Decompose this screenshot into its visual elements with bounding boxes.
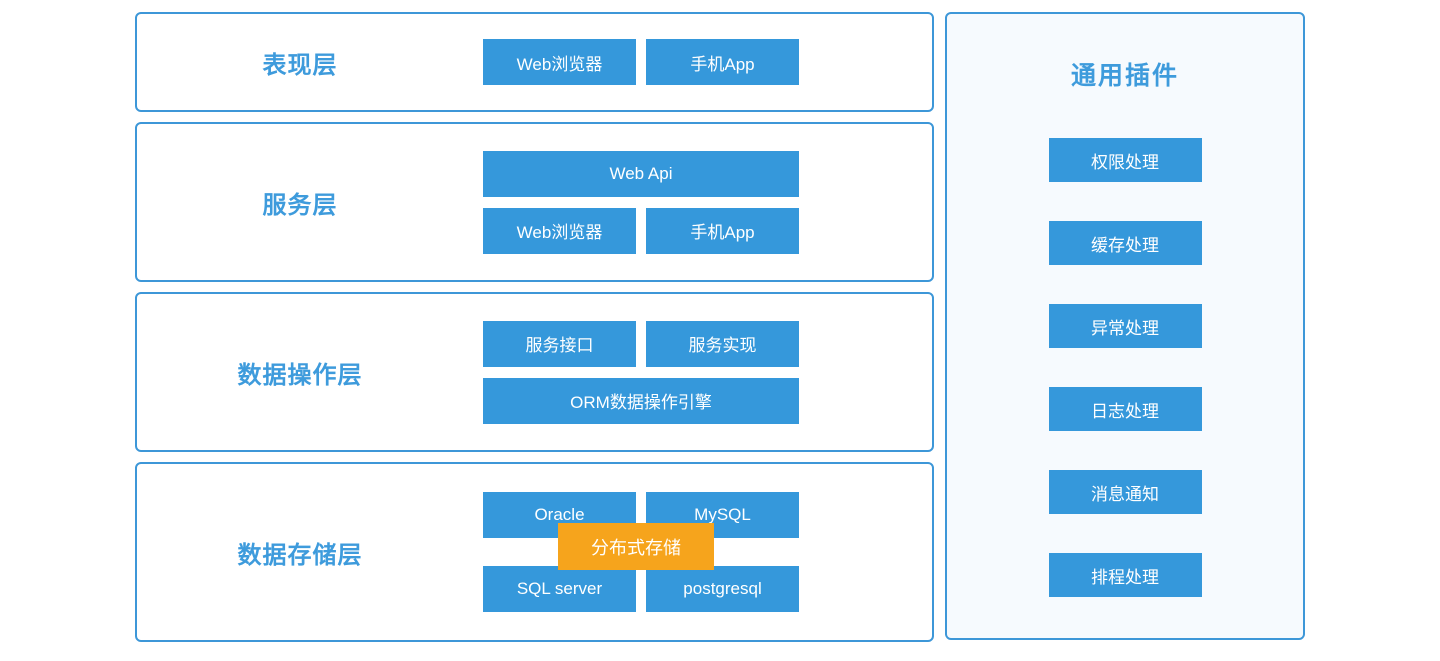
diagram-row: 服务接口服务实现	[483, 320, 799, 367]
layer-data-operation: 数据操作层 服务接口服务实现 ORM数据操作引擎	[135, 292, 934, 452]
diagram-node: Web浏览器	[483, 39, 636, 85]
plugin-node: 缓存处理	[1048, 221, 1202, 265]
diagram-node: SQL server	[483, 566, 636, 612]
layer-nodes: Web浏览器手机App	[483, 39, 799, 85]
plugin-node: 消息通知	[1048, 470, 1202, 514]
diagram-node: 服务接口	[483, 320, 636, 367]
plugin-node: 排程处理	[1048, 553, 1202, 597]
diagram-node: 服务实现	[646, 320, 799, 367]
plugin-node: 异常处理	[1048, 304, 1202, 348]
layer-label: 表现层	[262, 51, 338, 79]
layer-label: 数据操作层	[237, 361, 363, 389]
layer-nodes: 服务接口服务实现 ORM数据操作引擎	[483, 320, 799, 424]
plugin-node: 权限处理	[1048, 138, 1202, 182]
layer-label: 服务层	[262, 191, 338, 219]
distributed-storage-node: 分布式存储	[558, 523, 714, 570]
plugins-list: 权限处理缓存处理异常处理日志处理消息通知排程处理	[1048, 138, 1202, 597]
diagram-node: 手机App	[646, 39, 799, 85]
diagram-row: Web浏览器手机App	[483, 207, 799, 254]
plugins-panel: 通用插件 权限处理缓存处理异常处理日志处理消息通知排程处理	[945, 12, 1305, 640]
diagram-row: Web浏览器手机App	[483, 39, 799, 85]
diagram-node: postgresql	[646, 566, 799, 612]
diagram-row: ORM数据操作引擎	[483, 377, 799, 424]
diagram-node: Web Api	[483, 150, 799, 197]
diagram-node: ORM数据操作引擎	[483, 377, 799, 424]
plugin-node: 日志处理	[1048, 387, 1202, 431]
diagram-node: Web浏览器	[483, 207, 636, 254]
plugins-panel-title: 通用插件	[1070, 62, 1179, 90]
diagram-row: Web Api	[483, 150, 799, 197]
diagram-node: 手机App	[646, 207, 799, 254]
layer-presentation: 表现层 Web浏览器手机App	[135, 12, 934, 112]
layer-label: 数据存储层	[237, 541, 363, 569]
